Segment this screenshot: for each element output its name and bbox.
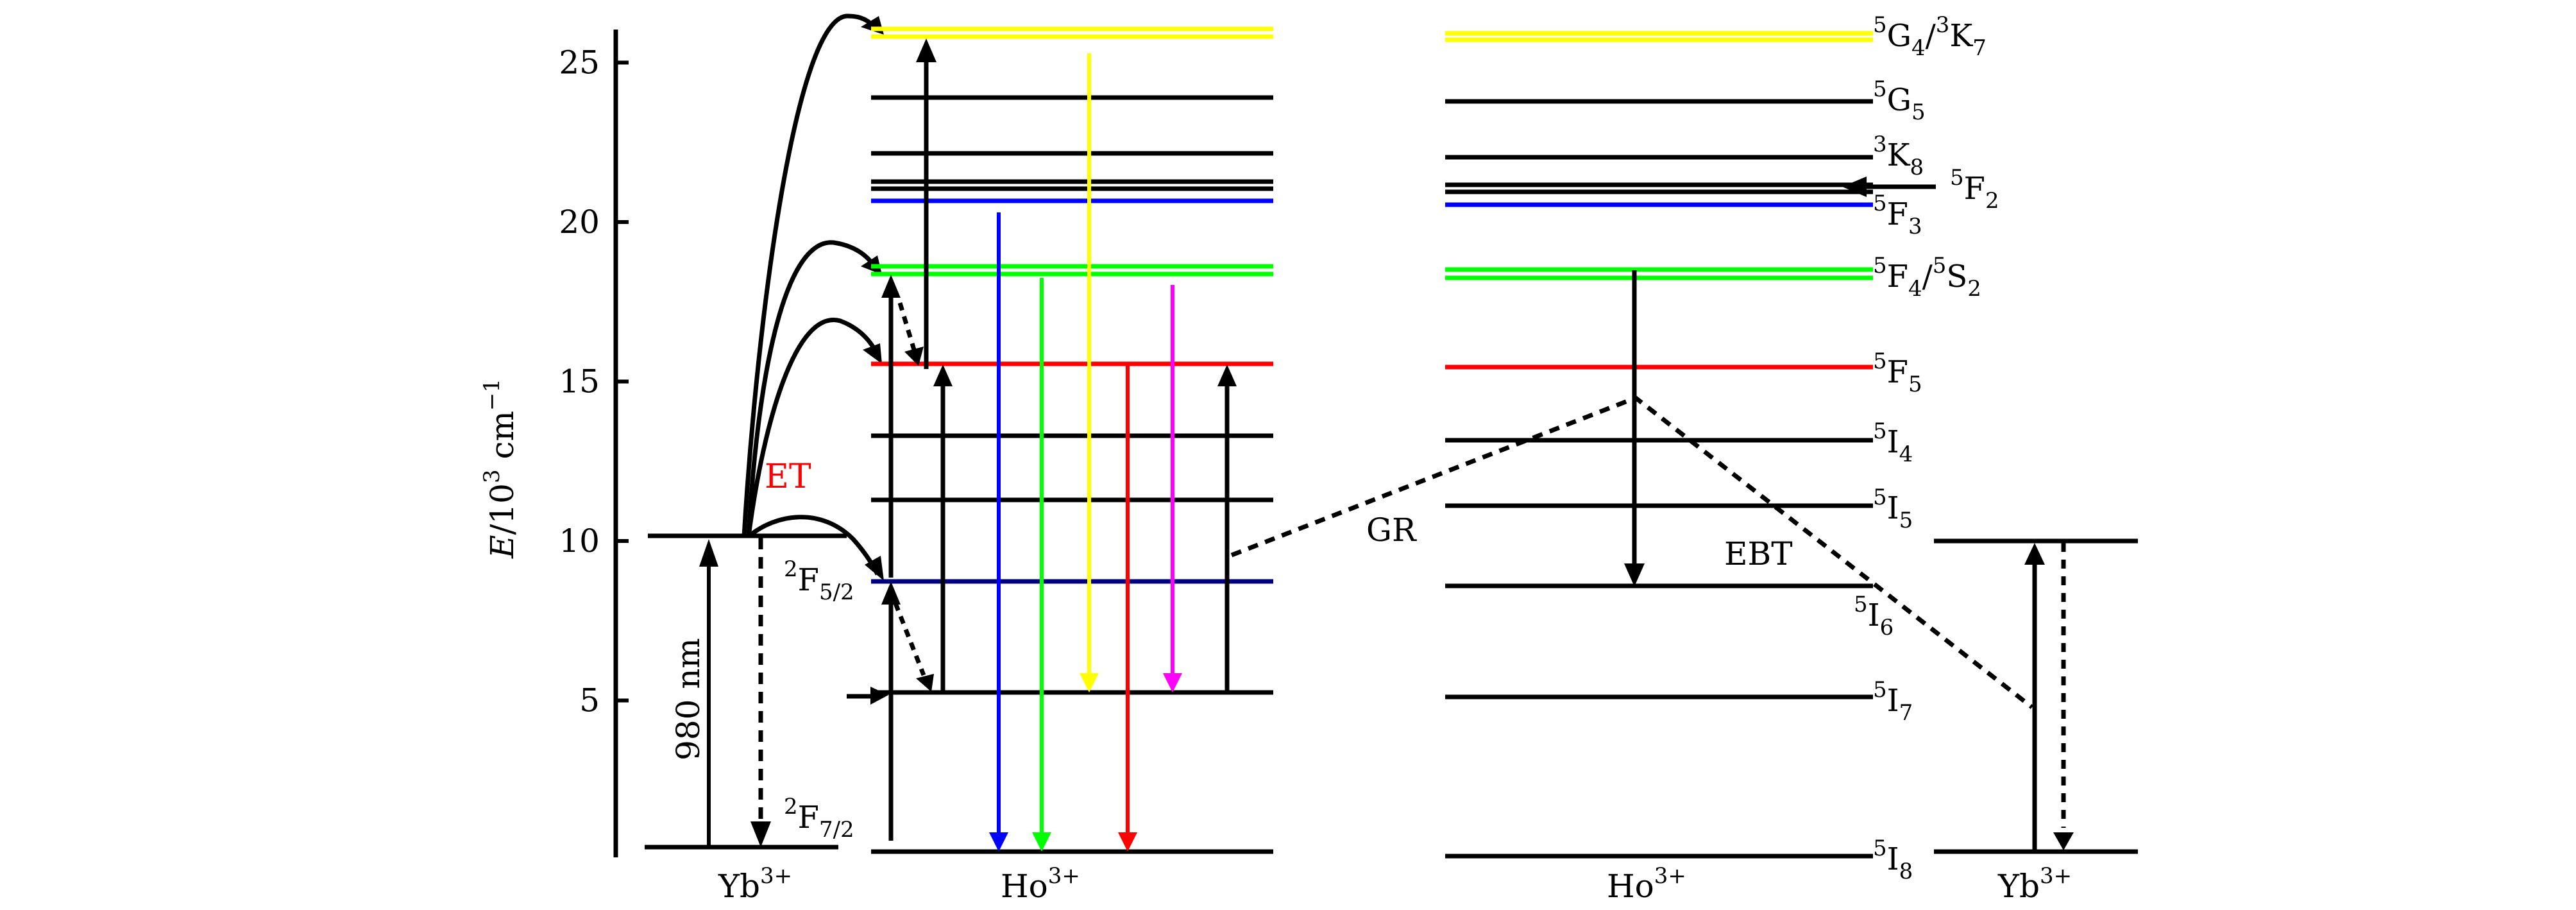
5F2-label: 5F2 bbox=[1950, 165, 1999, 214]
yb-right-panel bbox=[1934, 538, 2138, 854]
label-5F3: 5F3 bbox=[1873, 191, 1922, 239]
label-5G4-3K7: 5G4/3K7 bbox=[1873, 12, 1987, 61]
blue-emission-arrowhead bbox=[989, 832, 1008, 852]
red-emission-arrowhead bbox=[1118, 832, 1137, 852]
y-tick-label-15: 15 bbox=[559, 363, 600, 400]
et-curve-to-5G4 bbox=[741, 13, 877, 537]
esa-arrowhead-yellow bbox=[916, 39, 936, 62]
yellow-emission-arrowhead bbox=[1080, 673, 1099, 692]
nr-relax-2F5-to-5I7 bbox=[893, 602, 926, 676]
arrow-into-5I7-head bbox=[870, 687, 888, 705]
ebt-label: EBT bbox=[1724, 535, 1793, 572]
yb-left-2F7-2-label: 2F7/2 bbox=[784, 794, 854, 843]
pump-label: 980 nm bbox=[670, 638, 707, 760]
et-curve-to-5F4 bbox=[746, 240, 877, 537]
nr-relax-5F4-head bbox=[904, 347, 924, 366]
energy-transfer-arrows bbox=[741, 13, 884, 581]
right-panel-arrows bbox=[1624, 176, 1936, 587]
magenta-emission-arrowhead bbox=[1163, 673, 1182, 692]
nr-relax-5F4-to-5F5 bbox=[897, 302, 917, 351]
yb-right-relax-arrowhead bbox=[2053, 832, 2074, 850]
yb-left-relax-arrowhead bbox=[750, 821, 771, 847]
esa-arrowhead-right-5F5 bbox=[1217, 365, 1237, 386]
excitation-arrows bbox=[847, 39, 1237, 841]
yb-left-panel: 980 nm 2F5/2 2F7/2 Yb3+ bbox=[645, 533, 854, 905]
green-emission-arrowhead bbox=[1032, 832, 1051, 852]
et-curve-to-5F5 bbox=[746, 318, 880, 537]
et-curve-to-5I6-head bbox=[865, 556, 884, 581]
et-label: ET bbox=[765, 458, 811, 496]
gr-ebt-dashed-path bbox=[1230, 395, 2034, 709]
y-axis: 5 10 15 20 25 E/103 cm−1 bbox=[479, 30, 629, 857]
y-tick-label-5: 5 bbox=[579, 682, 600, 719]
esa-arrowhead-5F4 bbox=[881, 275, 901, 298]
label-5I8: 5I8 bbox=[1873, 836, 1913, 884]
5F2-arrowhead bbox=[1842, 176, 1867, 197]
nr-relax-2F5-head bbox=[916, 674, 934, 692]
y-tick-label-25: 25 bbox=[559, 44, 600, 82]
label-3K8: 3K8 bbox=[1873, 132, 1924, 180]
yb-right-absorb-arrowhead bbox=[2024, 543, 2045, 565]
gsa-arrowhead bbox=[881, 581, 901, 605]
cross-relax-arrowhead bbox=[1624, 563, 1645, 587]
yb-left-ion-label: Yb3+ bbox=[718, 863, 792, 905]
label-5G5: 5G5 bbox=[1873, 76, 1926, 125]
emission-arrows bbox=[989, 53, 1182, 852]
esa-arrowhead-5F5 bbox=[933, 365, 953, 386]
gr-label: GR bbox=[1366, 511, 1417, 549]
yb-right-ion-label: Yb3+ bbox=[1997, 863, 2072, 905]
yb-left-2F5-2-label: 2F5/2 bbox=[784, 556, 854, 605]
label-5I5: 5I5 bbox=[1873, 485, 1913, 533]
level-labels: 5I8 5I7 5I6 5I5 5I4 5F5 5F4/5S2 5F3 3K8 5G5 5G4/3K… bbox=[1854, 12, 1987, 884]
ho-middle-panel bbox=[871, 26, 1273, 854]
y-tick-label-20: 20 bbox=[559, 203, 600, 241]
y-axis-label: E/103 cm−1 bbox=[479, 379, 521, 559]
et-curve-to-5I6 bbox=[747, 515, 880, 576]
label-5I7: 5I7 bbox=[1873, 677, 1913, 726]
y-tick-label-10: 10 bbox=[559, 522, 600, 560]
et-curve-to-5F5-head bbox=[863, 343, 882, 364]
ho-right-ion-label: Ho3+ bbox=[1607, 863, 1686, 905]
ho-right-panel bbox=[1445, 31, 1873, 859]
pump-arrowhead bbox=[699, 539, 718, 567]
label-5F4-5S2: 5F4/5S2 bbox=[1873, 253, 1981, 302]
label-5F5: 5F5 bbox=[1873, 348, 1922, 397]
label-5I4: 5I4 bbox=[1873, 418, 1913, 467]
label-5I6: 5I6 bbox=[1854, 592, 1894, 640]
ho-middle-ion-label: Ho3+ bbox=[1001, 863, 1080, 905]
